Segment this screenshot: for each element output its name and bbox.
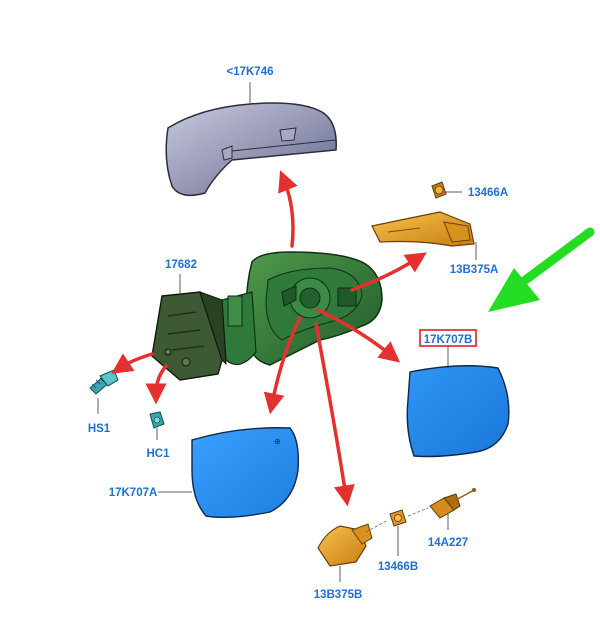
bulb-top-part bbox=[431, 181, 447, 199]
arrow-to-cover bbox=[278, 170, 298, 248]
label-housing: 17682 bbox=[165, 259, 197, 271]
label-bulb-top: 13466A bbox=[468, 187, 508, 199]
mirror-glass-right-part bbox=[406, 365, 510, 458]
label-clip: HC1 bbox=[146, 448, 170, 460]
screw-part bbox=[89, 369, 119, 395]
arrow-to-turn-lamp bbox=[350, 252, 427, 292]
mirror-housing-part bbox=[221, 251, 383, 366]
arrow-to-puddle-lamp bbox=[314, 322, 355, 507]
label-bulb-bottom: 13466B bbox=[378, 561, 418, 573]
label-screw: HS1 bbox=[88, 423, 111, 435]
label-glass-left: 17K707A bbox=[109, 487, 158, 499]
clip-part bbox=[149, 411, 165, 429]
arrow-to-glass-right bbox=[316, 308, 401, 363]
highlight-box bbox=[419, 329, 477, 347]
explode-arrows bbox=[111, 170, 427, 507]
assembly-dashes bbox=[365, 507, 429, 533]
arrow-to-clip bbox=[145, 364, 168, 405]
label-turn-lamp-top: 13B375A bbox=[450, 264, 499, 276]
blind-spot-glyph: ⊕ bbox=[274, 437, 281, 446]
green-pointer-arrow bbox=[488, 227, 595, 312]
label-cover: <17K746 bbox=[227, 66, 274, 78]
motor-mount-part bbox=[151, 291, 227, 381]
mirror-cover-part bbox=[165, 102, 337, 197]
label-glass-right: 17K707B bbox=[424, 334, 473, 346]
socket-harness-part bbox=[429, 488, 476, 519]
arrow-to-glass-left bbox=[263, 316, 302, 415]
label-socket: 14A227 bbox=[428, 537, 468, 549]
label-puddle-lamp: 13B375B bbox=[314, 589, 363, 601]
turn-lamp-top-part bbox=[371, 211, 475, 247]
bulb-bottom-part bbox=[389, 509, 407, 527]
mirror-glass-left-part: ⊕ bbox=[191, 427, 300, 519]
puddle-lamp-part bbox=[317, 523, 373, 567]
arrow-to-screw bbox=[111, 352, 154, 374]
